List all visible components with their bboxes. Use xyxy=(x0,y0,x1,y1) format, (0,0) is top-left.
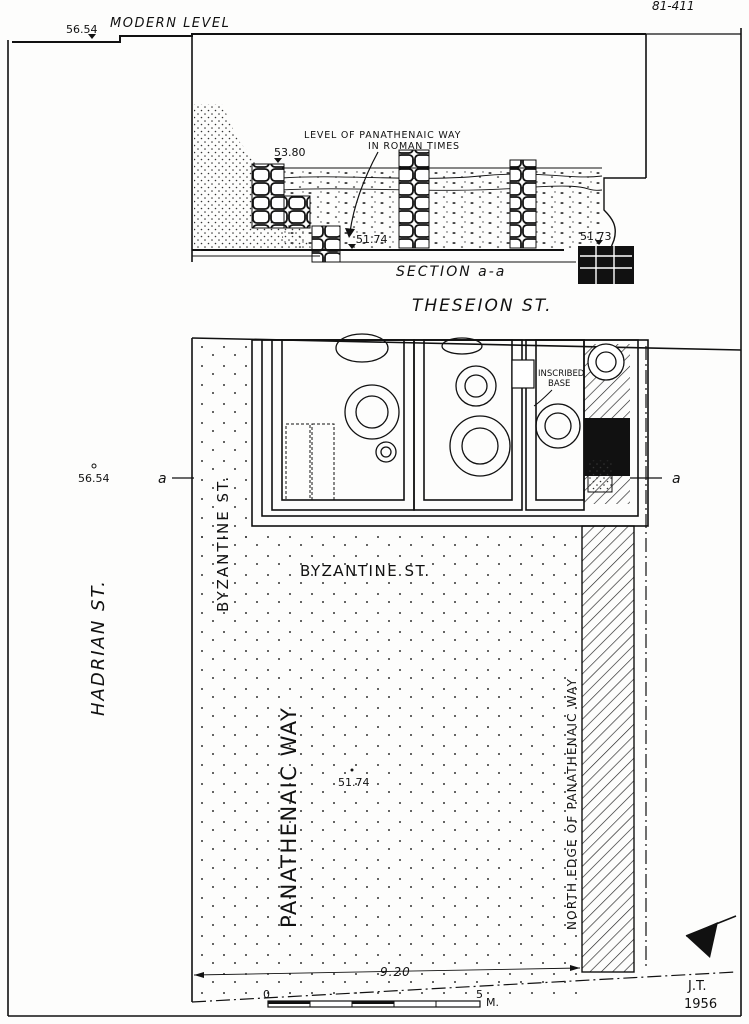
credit-year: 1956 xyxy=(684,997,717,1012)
section-note-arrow xyxy=(349,151,379,233)
street-fill-main xyxy=(194,528,582,998)
north-edge-label: NORTH EDGE OF PANATHENAIC WAY xyxy=(565,678,579,930)
panathenaic-way-label: PANATHENAIC WAY xyxy=(277,707,301,928)
room-walls xyxy=(251,339,649,527)
hadrian-street-label: HADRIAN ST. xyxy=(88,579,109,716)
column-bases xyxy=(335,333,625,477)
inscribed-base-block xyxy=(511,359,535,389)
section-wall-1 xyxy=(251,163,285,229)
plan-drawing: INSCRIBED BASE a a 56.54 51.74 9.20 xyxy=(78,333,742,1003)
byzantine-street-vertical-label: BYZANTINE ST. xyxy=(214,475,232,612)
sheet-number: 81-411 xyxy=(652,0,695,13)
inscribed-base-arrow xyxy=(533,389,553,407)
section-elev-floor: 51.74 xyxy=(356,233,388,246)
scale-bar: 0 5 M. xyxy=(263,988,499,1009)
section-drawing: 53.80 51.74 51.73 LEVEL OF PANATHENAIC W… xyxy=(191,34,647,284)
section-elev-wall-top: 53.80 xyxy=(274,146,306,159)
north-arrow xyxy=(685,915,737,958)
section-note-line1: LEVEL OF PANATHENAIC WAY xyxy=(304,130,461,141)
section-wall-2 xyxy=(311,225,341,263)
section-wall-4 xyxy=(509,159,537,249)
dotted-square xyxy=(587,459,613,493)
slab-left-2 xyxy=(311,423,335,501)
byzantine-street-horizontal-label: BYZANTINE ST. xyxy=(300,562,431,580)
section-wall-3 xyxy=(398,149,430,249)
credit-initials: J.T. xyxy=(687,979,707,994)
byzantine-street-fill-vertical xyxy=(194,342,252,542)
inscribed-base-label-2: BASE xyxy=(548,379,570,389)
section-marker-left: a xyxy=(158,471,167,487)
modern-level-line: 56.54 MODERN LEVEL xyxy=(12,16,741,43)
modern-level-elevation: 56.54 xyxy=(66,23,98,36)
north-edge-band xyxy=(581,525,635,973)
dimension-label: 9.20 xyxy=(380,965,411,979)
modern-level-label: MODERN LEVEL xyxy=(110,16,230,31)
scale-end: 5 xyxy=(476,988,483,1001)
theseion-street-label: THESEION ST. xyxy=(412,296,553,316)
section-elev-right: 51.73 xyxy=(580,230,612,243)
section-wall-black xyxy=(578,246,634,284)
plan-elev-center: 51.74 xyxy=(338,776,370,789)
section-note-line2: IN ROMAN TIMES xyxy=(368,141,460,152)
inscribed-base-label-1: INSCRIBED xyxy=(538,369,585,379)
plan-elev-left: 56.54 xyxy=(78,472,110,485)
scale-start: 0 xyxy=(263,988,270,1001)
slab-left xyxy=(285,423,311,501)
section-wall-1b xyxy=(283,195,311,229)
section-title: SECTION a-a xyxy=(396,264,506,280)
scale-unit: M. xyxy=(486,996,499,1009)
section-marker-right: a xyxy=(672,471,681,487)
